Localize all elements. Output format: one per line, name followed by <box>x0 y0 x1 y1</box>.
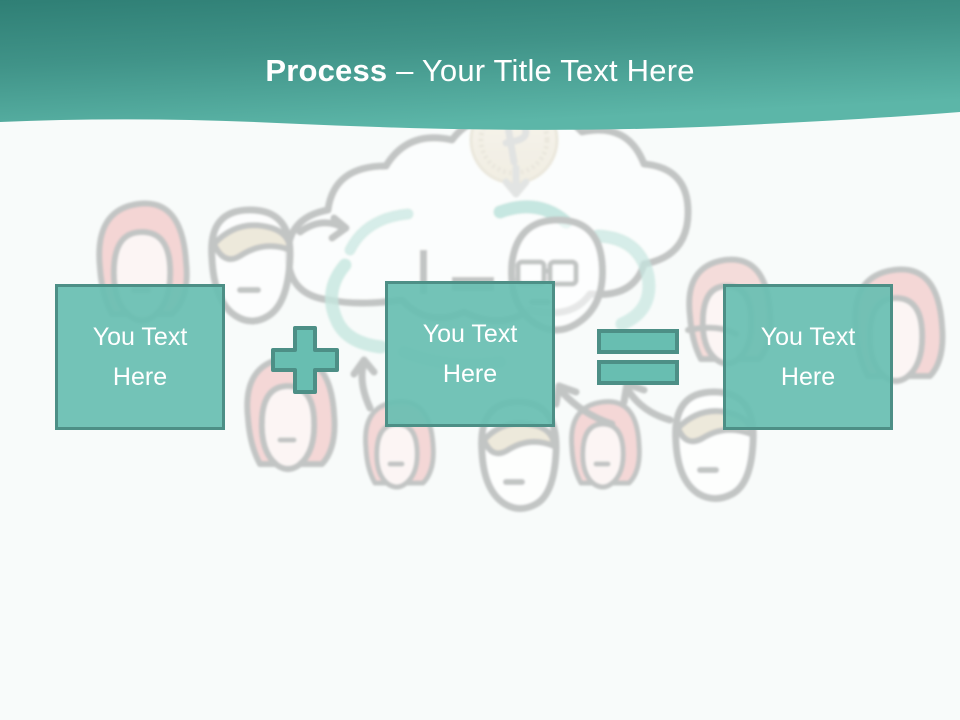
equals-icon <box>597 329 679 385</box>
plus-icon <box>271 326 339 394</box>
page-title-rest: – Your Title Text Here <box>387 53 695 88</box>
person-face <box>569 399 642 490</box>
process-box-2[interactable]: You Text Here <box>385 281 555 427</box>
down-arrow-icon <box>502 164 530 198</box>
process-box-1[interactable]: You Text Here <box>55 284 225 430</box>
process-box-2-label: You Text Here <box>422 319 518 389</box>
page-title: Process – Your Title Text Here <box>0 53 960 89</box>
page-title-bold: Process <box>265 53 388 88</box>
process-box-1-label: You Text Here <box>92 322 188 392</box>
header-band <box>0 0 960 130</box>
curved-arrow-icon <box>620 380 674 424</box>
process-box-3[interactable]: You Text Here <box>723 284 893 430</box>
curved-arrow-icon <box>296 214 350 242</box>
curved-arrow-icon <box>552 382 616 428</box>
process-box-3-label: You Text Here <box>760 322 856 392</box>
curved-arrow-icon <box>350 356 378 412</box>
